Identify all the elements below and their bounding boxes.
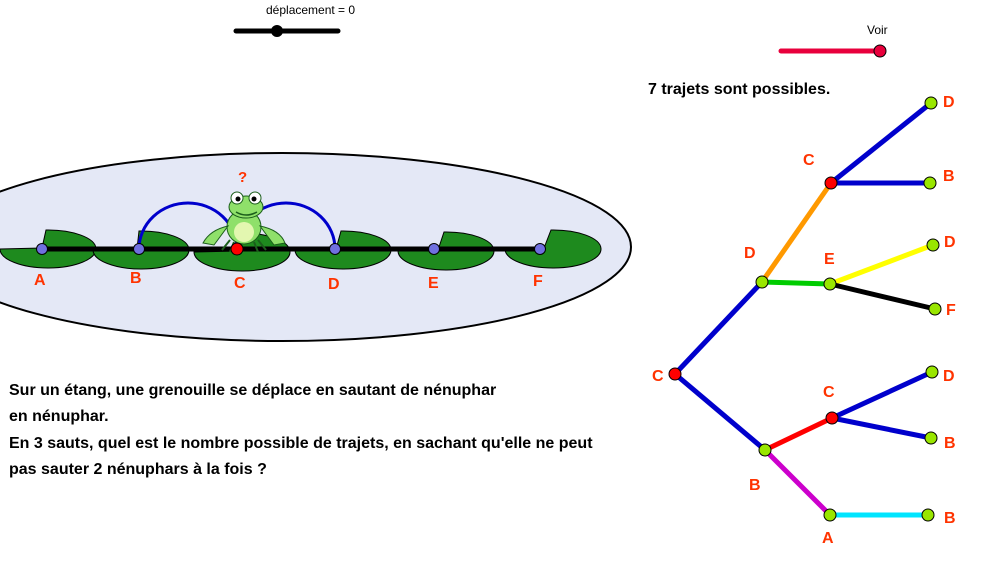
result-text: 7 trajets sont possibles. [648, 81, 830, 98]
tree-label-e: E [824, 251, 835, 268]
pad-label-f: F [533, 273, 543, 290]
tree-label-c-lower: C [823, 384, 835, 401]
voir-toggle[interactable]: Voir [778, 23, 888, 58]
lily-pad-f [504, 229, 602, 269]
edge-b-c [763, 415, 834, 453]
point-pad-e[interactable] [428, 243, 440, 255]
edge-e-f-leaf [829, 281, 936, 312]
question-mark: ? [238, 169, 247, 186]
problem-line-2: en nénuphar. [9, 408, 109, 425]
tree-node-d[interactable] [755, 275, 769, 289]
edge-c-b [673, 372, 767, 452]
edge-d-c [759, 181, 834, 284]
tree-leaf-label-1: D [943, 94, 955, 111]
problem-line-3: En 3 sauts, quel est le nombre possible … [9, 435, 593, 452]
tree-label-b: B [749, 477, 761, 494]
voir-knob[interactable] [873, 44, 887, 58]
tree-node-a[interactable] [823, 508, 837, 522]
tree-edges [673, 101, 936, 518]
point-pad-f[interactable] [534, 243, 546, 255]
pad-label-d: D [328, 276, 340, 293]
voir-label: Voir [867, 23, 888, 37]
edge-c2-b-leaf [831, 415, 932, 441]
pad-points [36, 242, 546, 256]
tree-label-root: C [652, 368, 664, 385]
deplacement-slider[interactable]: déplacement = 0 [233, 3, 355, 37]
pad-label-e: E [428, 275, 439, 292]
tree-leaf-label-6: B [944, 435, 956, 452]
tree-leaf-label-5: D [943, 368, 955, 385]
pad-label-c: C [234, 275, 246, 292]
tree-leaf-label-4: F [946, 302, 956, 319]
tree-labels: C D B C E C A D B D F D B B [652, 94, 956, 547]
point-pad-a[interactable] [36, 243, 48, 255]
tree-leaf-label-2: B [943, 168, 955, 185]
tree-leaf-4[interactable] [928, 302, 942, 316]
tree-leaf-label-3: D [944, 234, 956, 251]
tree-node-e[interactable] [823, 277, 837, 291]
point-pad-d[interactable] [329, 243, 341, 255]
edge-c-d [673, 280, 764, 376]
tree-label-d: D [744, 245, 756, 262]
deplacement-slider-label: déplacement = 0 [266, 3, 355, 17]
problem-line-4: pas sauter 2 nénuphars à la fois ? [9, 461, 267, 478]
edge-e-d-leaf [829, 242, 934, 287]
tree-leaf-label-7: B [944, 510, 956, 527]
edge-d-e [761, 279, 831, 287]
tree-leaf-3[interactable] [926, 238, 940, 252]
tree-leaf-6[interactable] [924, 431, 938, 445]
tree-leaf-7[interactable] [921, 508, 935, 522]
tree-leaf-5[interactable] [925, 365, 939, 379]
tree-node-root[interactable] [668, 367, 682, 381]
point-pad-c[interactable] [230, 242, 244, 256]
tree-node-b[interactable] [758, 443, 772, 457]
problem-line-1: Sur un étang, une grenouille se déplace … [9, 382, 496, 399]
pad-label-a: A [34, 272, 46, 289]
tree-leaf-2[interactable] [923, 176, 937, 190]
pad-labels: A B C D E F [34, 270, 543, 293]
edge-c2-d-leaf [830, 369, 934, 421]
tree-label-c-upper: C [803, 152, 815, 169]
edge-c-d-leaf [829, 101, 933, 185]
tree-label-a: A [822, 530, 834, 547]
point-pad-b[interactable] [133, 243, 145, 255]
pad-label-b: B [130, 270, 142, 287]
slider-knob[interactable] [271, 25, 283, 37]
problem-statement: Sur un étang, une grenouille se déplace … [9, 382, 593, 478]
tree-nodes [668, 96, 942, 522]
tree-node-c-upper[interactable] [824, 176, 838, 190]
lily-pads [0, 229, 602, 272]
tree-leaf-1[interactable] [924, 96, 938, 110]
tree-node-c-lower[interactable] [825, 411, 839, 425]
edge-b-a [763, 448, 832, 517]
